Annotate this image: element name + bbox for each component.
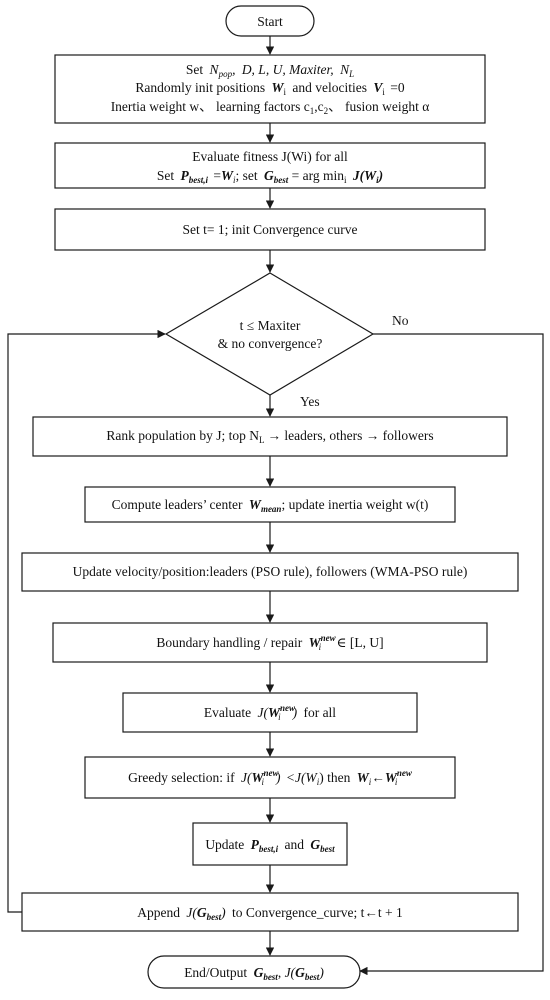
rank-label: Rank population by J; top NL→ leaders, o… <box>106 428 433 445</box>
init-line-1: Set Npop, D, L, U, Maxiter, NL <box>186 62 354 79</box>
loop-back-connector <box>7 329 166 913</box>
decision-no-label: No <box>392 313 409 328</box>
append-box: Append J(Gbest) to Convergence_curve; t←… <box>21 892 519 932</box>
evaluate-line-2: Set Pbest,i =Wi; set Gbest = arg mini J(… <box>157 168 383 186</box>
decision-line-1: t ≤ Maxiter <box>240 318 301 333</box>
start-label: Start <box>257 14 283 29</box>
update-best-box: Update Pbest,i and Gbest <box>192 822 348 866</box>
rank-box: Rank population by J; top NL→ leaders, o… <box>32 416 508 457</box>
decision-line-2: & no convergence? <box>218 336 323 351</box>
compute-label: Compute leaders’ center Wmean; update in… <box>112 497 429 514</box>
no-branch-connector <box>359 333 544 976</box>
decision-diamond: t ≤ Maxiter & no convergence? <box>164 272 375 396</box>
start-terminal: Start <box>225 5 315 37</box>
append-label: Append J(Gbest) to Convergence_curve; t←… <box>137 905 403 922</box>
set-t-label: Set t= 1; init Convergence curve <box>183 222 358 237</box>
evaluate-box: Evaluate fitness J(Wi) for all Set Pbest… <box>54 142 486 189</box>
update-velocity-label: Update velocity/position:leaders (PSO ru… <box>73 564 468 579</box>
end-label: End/Output Gbest, J(Gbest) <box>184 965 324 982</box>
evaluate-line-1: Evaluate fitness J(Wi) for all <box>192 149 348 164</box>
decision-yes-label: Yes <box>300 394 320 409</box>
update-velocity-box: Update velocity/position:leaders (PSO ru… <box>21 552 519 592</box>
init-box: Set Npop, D, L, U, Maxiter, NL Randomly … <box>54 54 486 124</box>
end-terminal: End/Output Gbest, J(Gbest) <box>147 955 361 989</box>
update-best-label: Update Pbest,i and Gbest <box>205 837 335 855</box>
set-t-box: Set t= 1; init Convergence curve <box>54 208 486 251</box>
compute-box: Compute leaders’ center Wmean; update in… <box>84 486 456 523</box>
init-line-3: Inertia weight w、 learning factors c1,c2… <box>111 99 430 116</box>
init-line-2: Randomly init positions Wi and velocitie… <box>135 80 405 98</box>
